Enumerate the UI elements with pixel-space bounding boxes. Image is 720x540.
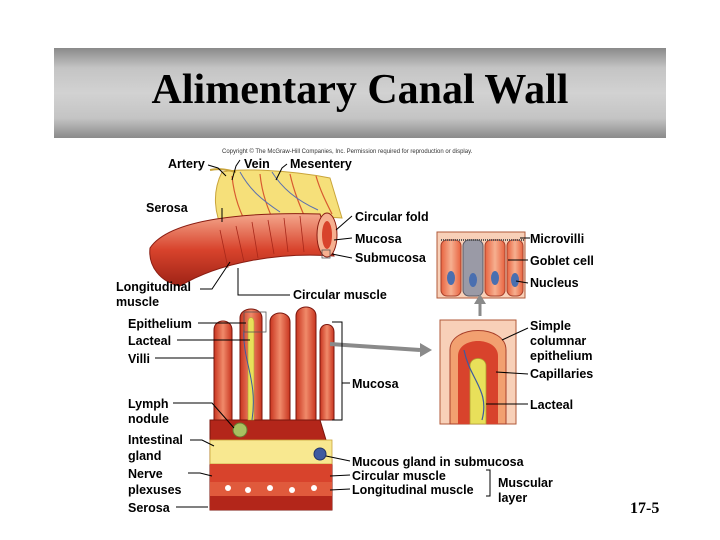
epithelium-cells-illustration <box>436 231 526 299</box>
label-intestinal-gland-line1: Intestinal <box>128 433 183 447</box>
label-intestinal-gland-line2: gland <box>128 449 161 463</box>
label-muscular-layer-line2: layer <box>498 491 527 505</box>
label-longitudinal-muscle-line1: Longitudinal <box>116 280 191 294</box>
label-capillaries: Capillaries <box>530 367 593 381</box>
copyright-notice: Copyright © The McGraw-Hill Companies, I… <box>222 149 473 155</box>
label-nerve-plexuses-line1: Nerve <box>128 467 163 481</box>
villus-detail-illustration <box>439 319 517 425</box>
label-artery: Artery <box>168 157 205 171</box>
zoom-arrow <box>329 342 421 352</box>
label-submucosa: Submucosa <box>355 251 427 265</box>
label-serosa-bottom: Serosa <box>128 501 171 515</box>
label-mucosa-bracket: Mucosa <box>352 377 400 391</box>
page-number: 17-5 <box>630 500 660 517</box>
label-circular-fold: Circular fold <box>355 210 429 224</box>
zoom-arrow-up-head <box>474 294 486 304</box>
leader-lines <box>155 159 530 508</box>
label-circular-muscle-layer: Circular muscle <box>352 469 446 483</box>
label-nerve-plexuses-line2: plexuses <box>128 483 182 497</box>
label-nucleus: Nucleus <box>530 276 579 290</box>
label-simple-columnar-line2: columnar <box>530 334 586 348</box>
label-lacteal-right: Lacteal <box>530 398 573 412</box>
label-epithelium: Epithelium <box>128 317 192 331</box>
villi-block-illustration <box>209 306 335 511</box>
label-circular-muscle: Circular muscle <box>293 288 387 302</box>
label-mucosa-top: Mucosa <box>355 232 403 246</box>
label-goblet-cell: Goblet cell <box>530 254 594 268</box>
label-simple-columnar-line3: epithelium <box>530 349 593 363</box>
label-vein: Vein <box>244 157 270 171</box>
title-bar: Alimentary Canal Wall <box>54 48 666 138</box>
label-microvilli: Microvilli <box>530 232 584 246</box>
label-villi: Villi <box>128 352 150 366</box>
label-longitudinal-muscle-layer: Longitudinal muscle <box>352 483 474 497</box>
zoom-arrow-head <box>420 343 432 357</box>
label-lymph-nodule-line2: nodule <box>128 412 169 426</box>
label-longitudinal-muscle-line2: muscle <box>116 295 159 309</box>
label-lacteal-left: Lacteal <box>128 334 171 348</box>
label-serosa-top: Serosa <box>146 201 189 215</box>
label-muscular-layer-line1: Muscular <box>498 476 553 490</box>
label-lymph-nodule-line1: Lymph <box>128 397 169 411</box>
label-mesentery: Mesentery <box>290 157 352 171</box>
label-simple-columnar-line1: Simple <box>530 319 571 333</box>
label-mucous-gland: Mucous gland in submucosa <box>352 455 525 469</box>
slide-title: Alimentary Canal Wall <box>151 67 569 113</box>
intestine-tube-illustration <box>149 212 338 287</box>
